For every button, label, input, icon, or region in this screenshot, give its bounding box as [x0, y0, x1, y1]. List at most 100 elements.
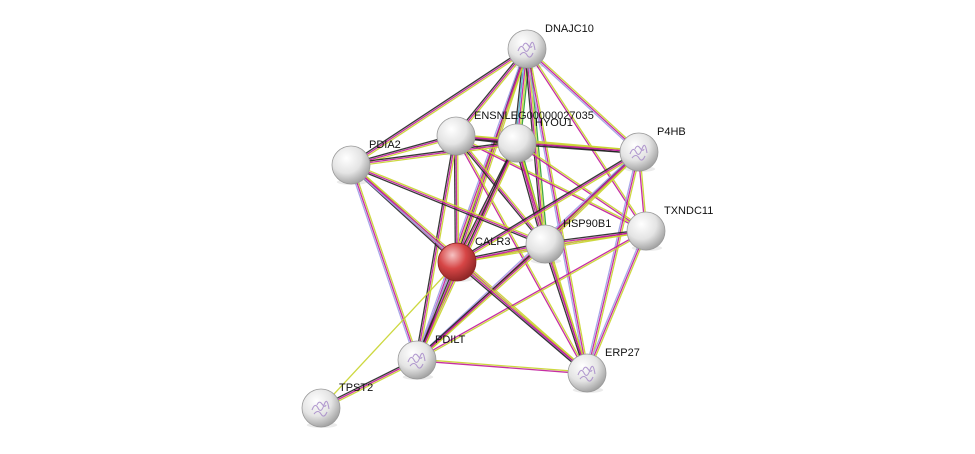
protein-node[interactable]	[497, 123, 537, 163]
protein-node[interactable]	[619, 132, 659, 172]
edge-p4hb-erp27	[584, 151, 642, 374]
edge-line	[454, 136, 587, 374]
node-label: ENSNLEG00000027035	[474, 110, 594, 122]
node-p4hb[interactable]: P4HB	[619, 126, 686, 172]
edge-line	[350, 164, 418, 361]
protein-structure-icon	[311, 400, 330, 417]
node-pdilt[interactable]: PDILT	[397, 334, 466, 380]
edge-line	[516, 143, 639, 155]
protein-node[interactable]	[301, 388, 341, 428]
edge-line	[414, 135, 456, 360]
edge-line	[544, 243, 588, 374]
protein-node[interactable]	[397, 340, 437, 380]
edge-line	[586, 151, 640, 374]
edge-line	[527, 48, 648, 231]
protein-node[interactable]	[436, 116, 476, 156]
edge-line	[350, 164, 546, 245]
node-tpst2[interactable]: TPST2	[301, 382, 373, 428]
edge-line	[455, 135, 546, 245]
node-label: TPST2	[339, 382, 373, 394]
edge-line	[455, 150, 639, 262]
node-label: ERP27	[605, 347, 640, 359]
edge-calr3-erp27	[455, 260, 589, 375]
query-protein-node[interactable]	[437, 242, 477, 282]
edge-line	[455, 262, 587, 375]
edge-line	[516, 142, 640, 153]
node-erp27[interactable]: ERP27	[567, 347, 640, 393]
edge-line	[584, 230, 646, 373]
edge-line	[415, 150, 639, 360]
edge-line	[527, 47, 641, 152]
edge-line	[456, 134, 547, 244]
protein-node[interactable]	[331, 145, 371, 185]
edge-line	[527, 48, 590, 373]
edge-calr3-tpst2	[320, 261, 458, 409]
edge-line	[417, 244, 547, 362]
node-label: DNAJC10	[545, 23, 594, 35]
edge-line	[349, 47, 527, 165]
edge-line	[416, 360, 587, 375]
edge-dnajc10-pdia2	[349, 47, 529, 167]
edge-line	[416, 151, 640, 361]
node-hsp90b1[interactable]: HSP90B1	[525, 218, 611, 264]
edge-hsp90b1-pdilt	[415, 242, 547, 362]
protein-node[interactable]	[567, 353, 607, 393]
edge-line	[416, 135, 457, 361]
edge-line	[348, 165, 417, 361]
edge-line	[456, 135, 460, 262]
edge-line	[350, 165, 545, 247]
edge-line	[350, 48, 528, 166]
edge-hsp90b1-erp27	[542, 243, 590, 374]
edge-line	[524, 49, 587, 374]
protein-node[interactable]	[626, 211, 666, 251]
edge-line	[350, 140, 517, 165]
node-ensnleg[interactable]: ENSNLEG00000027035	[436, 110, 594, 156]
edge-line	[415, 242, 545, 360]
edge-line	[542, 244, 587, 374]
edge-p4hb-pdilt	[415, 150, 641, 362]
edge-line	[526, 48, 588, 374]
edge-line	[456, 135, 589, 373]
edge-line	[454, 141, 517, 262]
node-label: PDILT	[435, 334, 466, 346]
edge-line	[416, 243, 546, 361]
protein-structure-icon	[407, 352, 426, 369]
edge-line	[320, 261, 458, 409]
protein-structure-icon	[577, 365, 596, 382]
edge-dnajc10-p4hb	[525, 47, 641, 154]
node-label: CALR3	[475, 236, 510, 248]
protein-node[interactable]	[525, 224, 565, 264]
edge-line	[517, 140, 640, 152]
node-calr3[interactable]: CALR3	[437, 236, 510, 282]
edge-line	[455, 136, 646, 233]
node-pdia2[interactable]: PDIA2	[331, 139, 401, 185]
edge-line	[584, 151, 639, 373]
edge-line	[526, 48, 640, 153]
edge-line	[454, 48, 527, 262]
edge-line	[351, 49, 529, 167]
edge-line	[545, 243, 590, 373]
edge-line	[350, 142, 518, 166]
node-txndc11[interactable]: TXNDC11	[626, 205, 713, 251]
edge-line	[457, 260, 589, 373]
node-label: PDIA2	[369, 139, 401, 151]
edge-ensnleg-txndc11	[455, 134, 647, 233]
node-dnajc10[interactable]: DNAJC10	[507, 23, 594, 69]
node-hyou1[interactable]: HYOU1	[497, 117, 573, 163]
edge-line	[587, 152, 642, 374]
edge-line	[456, 261, 588, 374]
edge-line	[457, 143, 520, 264]
edge-line	[414, 48, 527, 360]
edge-txndc11-pdilt	[416, 229, 647, 362]
edge-hyou1-p4hb	[516, 140, 640, 155]
edge-pdilt-erp27	[416, 358, 588, 375]
protein-node[interactable]	[507, 29, 547, 69]
edge-pdia2-pdilt	[348, 164, 420, 361]
edge-line	[417, 358, 588, 373]
edge-line	[456, 151, 640, 263]
node-label: HSP90B1	[563, 218, 611, 230]
edge-line	[587, 231, 649, 374]
edge-line	[416, 229, 646, 360]
